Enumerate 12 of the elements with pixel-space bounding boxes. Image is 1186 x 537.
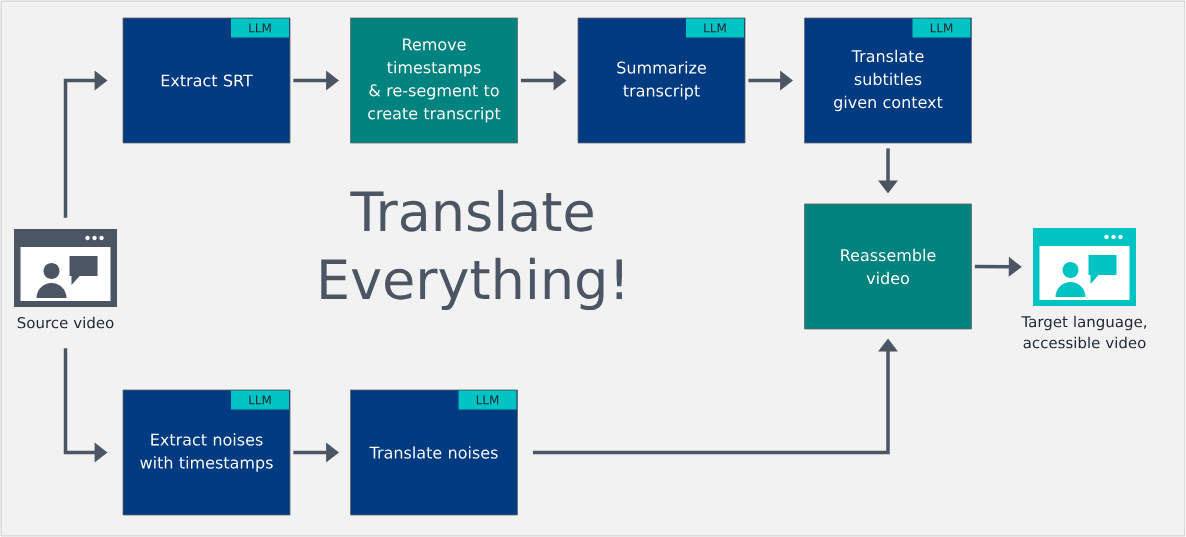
icon-caption: Source video [17,316,114,329]
llm-badge: LLM [686,18,744,38]
process-box: Reassemble video [804,203,972,330]
video-window-icon [1033,228,1136,306]
llm-badge: LLM [231,390,289,410]
icon-caption: Target language, accessible video [1021,315,1147,349]
llm-badge: LLM [912,18,971,38]
llm-badge: LLM [458,390,517,410]
process-box: Remove timestamps & re-segment to create transcript [350,17,518,144]
video-window-icon [14,229,117,307]
title: Translate Everything! [321,189,622,311]
llm-badge: LLM [231,18,289,38]
